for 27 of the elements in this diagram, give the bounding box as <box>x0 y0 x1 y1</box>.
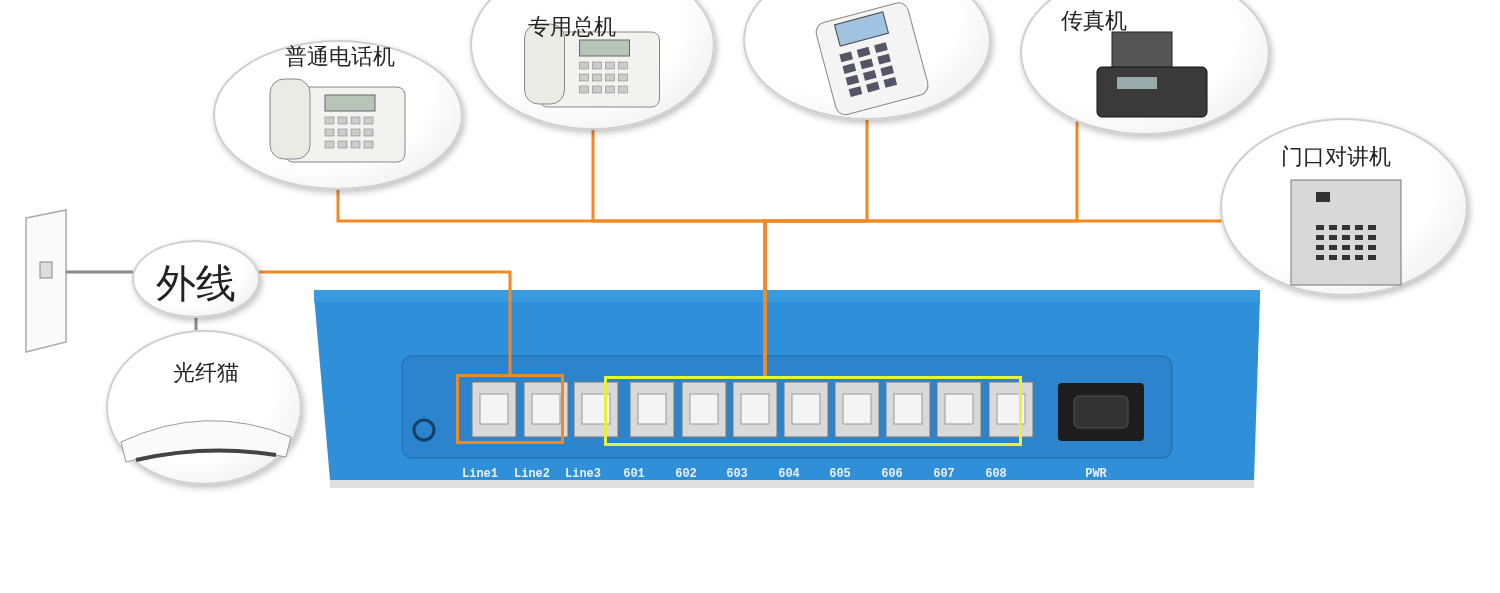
port-highlight-box <box>604 376 1022 446</box>
device-label: 光纤猫 <box>173 359 239 387</box>
line-label: 外线 <box>156 259 236 308</box>
line-bubble <box>132 240 260 318</box>
port-label: Line1 <box>462 467 498 481</box>
port-label: Line2 <box>514 467 550 481</box>
port-label: 603 <box>726 467 748 481</box>
port-label: PWR <box>1085 467 1107 481</box>
connector-line <box>66 270 133 274</box>
port-label: 604 <box>778 467 800 481</box>
device-bubble <box>743 0 991 120</box>
port-highlight-box <box>456 374 564 444</box>
device-label: 专用总机 <box>528 13 616 41</box>
device-label: 门口对讲机 <box>1281 143 1391 171</box>
connector-line <box>194 318 198 331</box>
port-label: 605 <box>829 467 851 481</box>
connector-line <box>259 270 512 374</box>
port-label: 601 <box>623 467 645 481</box>
device-label: 普通电话机 <box>285 43 395 71</box>
port-label: 607 <box>933 467 955 481</box>
port-label: Line3 <box>565 467 601 481</box>
port-label: 602 <box>675 467 697 481</box>
device-label: 传真机 <box>1061 7 1127 35</box>
device-bubble <box>470 0 715 130</box>
port-label: 606 <box>881 467 903 481</box>
connector-line <box>763 219 1222 376</box>
port-label: 608 <box>985 467 1007 481</box>
